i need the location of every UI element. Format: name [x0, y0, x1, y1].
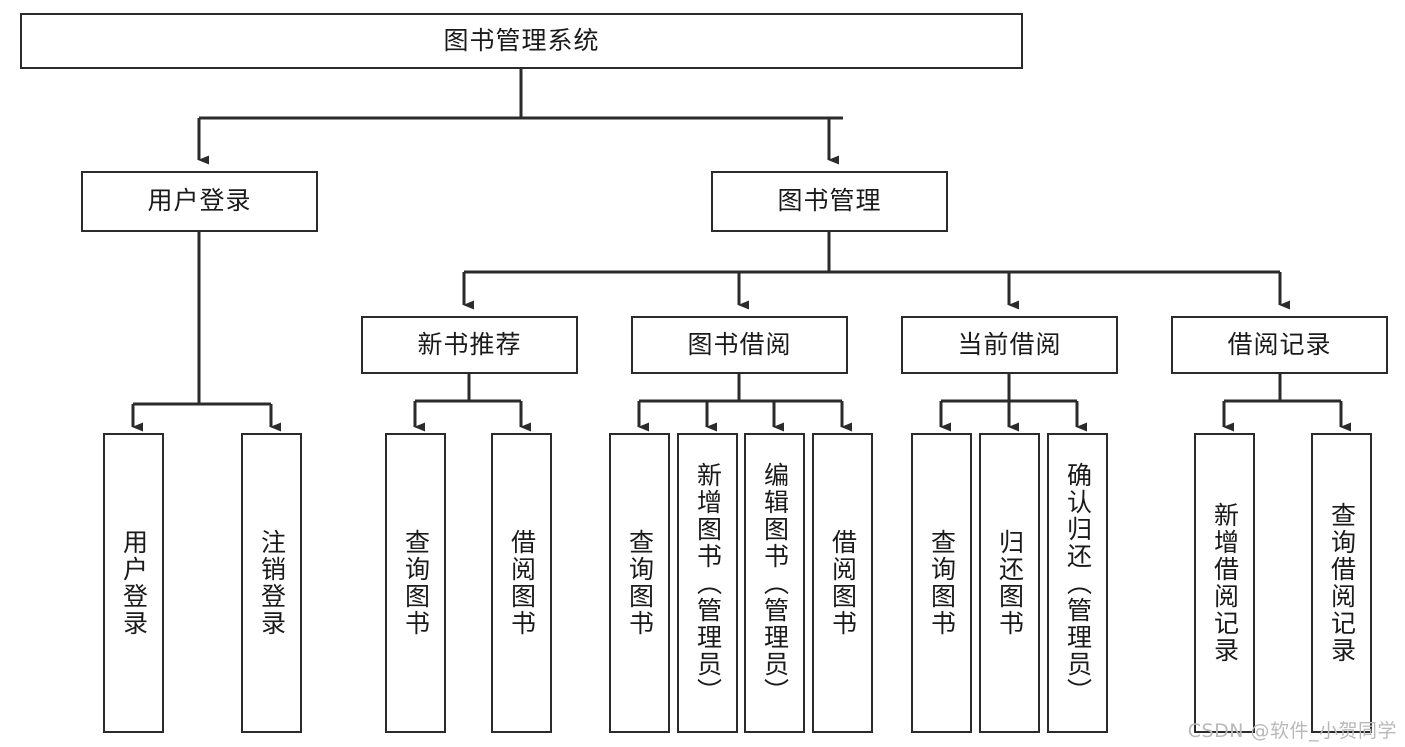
- leaf-book-borrow-add[interactable]: 新增图书（管理员）: [677, 433, 738, 733]
- leaf-current-borrow-return-label: 归还图书: [995, 529, 1025, 637]
- leaf-new-book-borrow-label: 借阅图书: [507, 529, 537, 637]
- leaf-book-borrow-add-label: 新增图书（管理员）: [693, 461, 723, 705]
- leaf-book-borrow-edit[interactable]: 编辑图书（管理员）: [744, 433, 805, 733]
- leaf-new-book-query-label: 查询图书: [401, 529, 431, 637]
- node-root-system-label: 图书管理系统: [443, 25, 600, 55]
- leaf-user-login-signin[interactable]: 用户登录: [103, 433, 164, 733]
- node-book-management[interactable]: 图书管理: [711, 171, 948, 232]
- leaf-book-borrow-query[interactable]: 查询图书: [609, 433, 670, 733]
- leaf-book-borrow-query-label: 查询图书: [625, 529, 655, 637]
- csdn-watermark: CSDN @软件_小贺同学: [1187, 720, 1397, 742]
- leaf-book-borrow-edit-label: 编辑图书（管理员）: [760, 461, 790, 705]
- leaf-current-borrow-confirm-return-label: 确认归还（管理员）: [1063, 461, 1093, 705]
- leaf-current-borrow-query-label: 查询图书: [927, 529, 957, 637]
- node-root-system[interactable]: 图书管理系统: [20, 13, 1023, 69]
- leaf-user-login-signout-label: 注销登录: [257, 529, 287, 637]
- node-current-borrow-label: 当前借阅: [957, 329, 1062, 359]
- node-user-login-label: 用户登录: [147, 186, 252, 216]
- leaf-record-add-label: 新增借阅记录: [1210, 502, 1240, 664]
- leaf-record-query[interactable]: 查询借阅记录: [1311, 433, 1372, 733]
- node-book-borrow[interactable]: 图书借阅: [631, 316, 848, 374]
- leaf-record-query-label: 查询借阅记录: [1327, 502, 1357, 664]
- leaf-new-book-borrow[interactable]: 借阅图书: [491, 433, 552, 733]
- leaf-current-borrow-query[interactable]: 查询图书: [911, 433, 972, 733]
- node-new-book-recommend-label: 新书推荐: [417, 329, 522, 359]
- leaf-new-book-query[interactable]: 查询图书: [385, 433, 446, 733]
- node-borrow-records[interactable]: 借阅记录: [1171, 316, 1388, 374]
- leaf-book-borrow-lend-label: 借阅图书: [828, 529, 858, 637]
- node-new-book-recommend[interactable]: 新书推荐: [361, 316, 578, 374]
- leaf-user-login-signin-label: 用户登录: [119, 529, 149, 637]
- leaf-user-login-signout[interactable]: 注销登录: [241, 433, 302, 733]
- node-current-borrow[interactable]: 当前借阅: [901, 316, 1118, 374]
- leaf-current-borrow-return[interactable]: 归还图书: [979, 433, 1040, 733]
- leaf-current-borrow-confirm-return[interactable]: 确认归还（管理员）: [1047, 433, 1108, 733]
- node-borrow-records-label: 借阅记录: [1227, 329, 1332, 359]
- node-user-login[interactable]: 用户登录: [81, 171, 318, 232]
- node-book-borrow-label: 图书借阅: [687, 329, 792, 359]
- node-book-management-label: 图书管理: [777, 186, 882, 216]
- leaf-record-add[interactable]: 新增借阅记录: [1194, 433, 1255, 733]
- leaf-book-borrow-lend[interactable]: 借阅图书: [812, 433, 873, 733]
